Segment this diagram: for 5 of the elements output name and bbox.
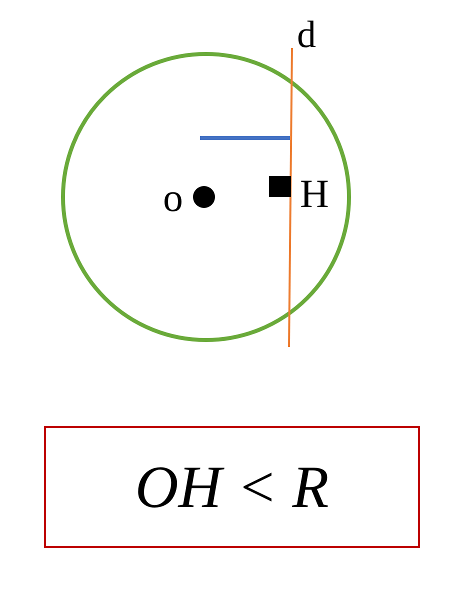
line-label: d — [297, 16, 316, 54]
formula-box — [44, 426, 420, 548]
formula-text: OH < R — [135, 457, 329, 517]
point-label: H — [300, 174, 329, 214]
point-label: o — [163, 178, 183, 218]
